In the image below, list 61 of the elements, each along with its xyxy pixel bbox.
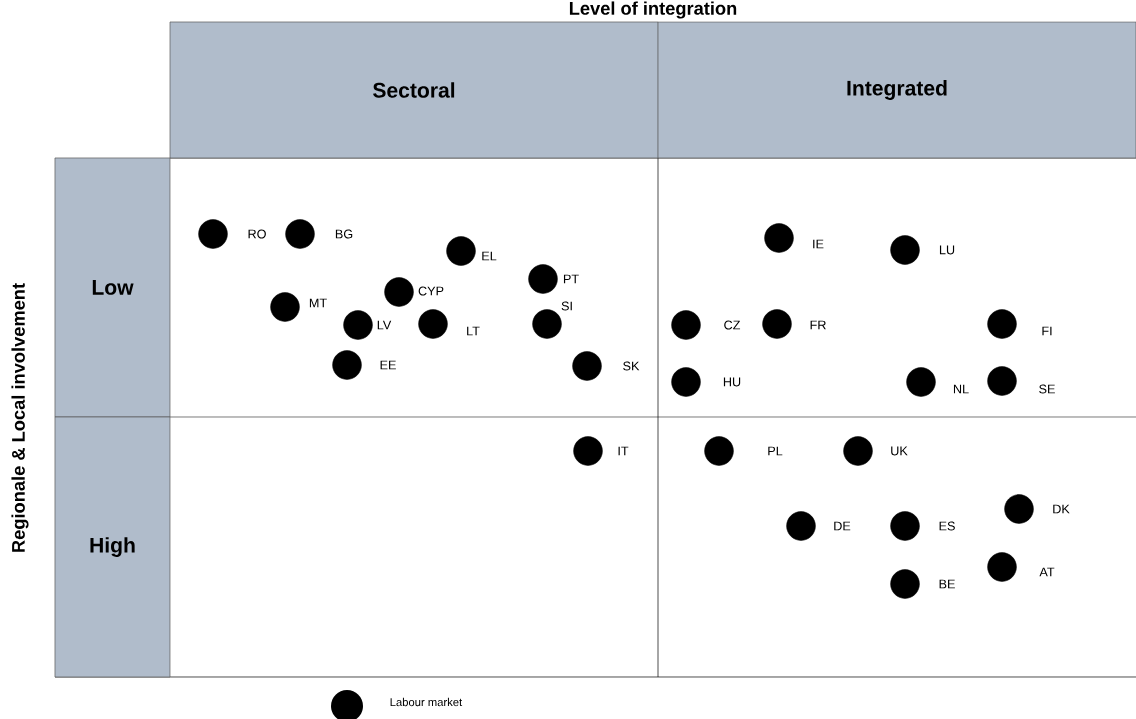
country-dot — [332, 350, 362, 380]
country-dot — [671, 310, 701, 340]
country-dot — [987, 309, 1017, 339]
axis-title: Level of integration — [569, 1, 737, 19]
country-dot — [843, 436, 873, 466]
country-dot — [762, 309, 792, 339]
country-label: UK — [891, 446, 908, 456]
header-box: Low — [54, 157, 171, 418]
country-label: CZ — [724, 320, 741, 330]
country-label: CYP — [418, 286, 444, 296]
country-dot — [270, 292, 300, 322]
country-label: DK — [1053, 504, 1070, 514]
country-dot — [890, 511, 920, 541]
country-label: LT — [467, 326, 480, 336]
country-label: PL — [768, 446, 783, 456]
country-label: BE — [939, 579, 955, 589]
country-label: DE — [834, 521, 851, 531]
country-dot — [764, 223, 794, 253]
country-dot — [890, 235, 920, 265]
header-box: Sectoral — [169, 21, 659, 159]
header-box: Integrated — [657, 21, 1136, 159]
country-dot — [285, 219, 315, 249]
country-dot — [786, 511, 816, 541]
country-label: SE — [1039, 384, 1055, 394]
country-dot — [418, 309, 448, 339]
country-dot — [198, 219, 228, 249]
country-dot — [384, 277, 414, 307]
country-dot — [1004, 494, 1034, 524]
country-dot — [343, 310, 373, 340]
country-dot — [671, 367, 701, 397]
country-dot — [987, 552, 1017, 582]
country-label: PT — [563, 274, 579, 284]
header-box: High — [54, 416, 171, 678]
country-label: EE — [380, 360, 396, 370]
country-dot — [532, 309, 562, 339]
country-label: SK — [623, 361, 640, 371]
country-label: FI — [1042, 326, 1052, 336]
axis-title: Regionale & Local involvement — [11, 283, 29, 552]
country-label: IT — [618, 446, 629, 456]
country-dot — [906, 367, 936, 397]
country-label: LV — [377, 320, 392, 330]
country-label: ES — [939, 521, 955, 531]
country-label: LU — [939, 245, 955, 255]
legend-label: Labour market — [390, 697, 463, 707]
country-label: BG — [335, 229, 353, 239]
country-label: HU — [723, 377, 741, 387]
country-dot — [446, 236, 476, 266]
country-label: AT — [1039, 567, 1055, 577]
country-dot — [704, 436, 734, 466]
country-dot — [528, 264, 558, 294]
country-label: NL — [953, 384, 969, 394]
country-label: MT — [309, 298, 327, 308]
country-label: EL — [482, 251, 497, 261]
country-label: FR — [810, 320, 826, 330]
country-label: IE — [813, 239, 824, 249]
country-dot — [572, 351, 602, 381]
country-label: RO — [248, 229, 266, 239]
country-dot — [573, 436, 603, 466]
country-dot — [890, 569, 920, 599]
country-label: SI — [561, 301, 572, 311]
country-dot — [987, 366, 1017, 396]
